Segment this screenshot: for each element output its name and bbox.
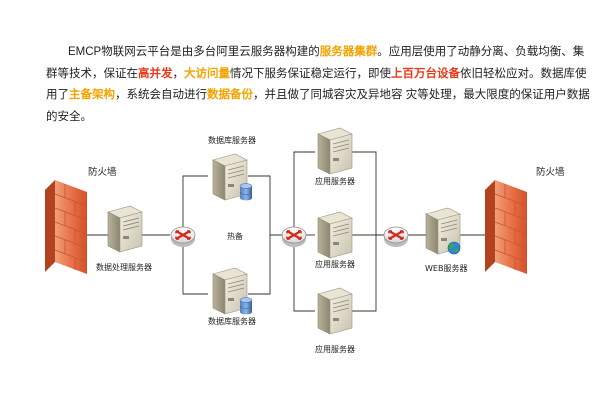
firewall-right-icon	[484, 179, 528, 275]
intro-text: ，并且做了同城容灾及异地容 灾等处理，最大限度的保证用户数据的安全。	[46, 89, 590, 123]
app-server-1-label: 应用服务器	[315, 176, 355, 186]
firewall-left-icon	[44, 179, 88, 275]
firewall-left-label: 防火墙	[88, 166, 117, 178]
hot-standby-label: 热备	[227, 231, 243, 241]
router-center-icon	[280, 225, 308, 249]
router-left-icon	[169, 225, 197, 249]
database-bottom-icon	[239, 297, 253, 315]
firewall-right-label: 防火墙	[536, 166, 565, 178]
highlight-data-backup: 数据备份	[207, 89, 253, 101]
connection-lines	[85, 151, 488, 312]
architecture-diagram: 防火墙 防火墙 数据处理服务器 数据库服务器 数据库服务器 热备 应用服务器 应…	[44, 127, 565, 354]
data-processing-server-icon	[107, 205, 143, 253]
db-server-top-label: 数据库服务器	[208, 135, 256, 145]
web-server-label: WEB服务器	[425, 263, 467, 273]
data-processing-server-label: 数据处理服务器	[96, 262, 152, 272]
intro-text: 情况下服务保证稳定运行，即使	[230, 67, 391, 80]
intro-text: ，	[172, 67, 185, 80]
database-top-icon	[239, 183, 253, 201]
highlight-server-cluster: 服务器集群	[319, 46, 378, 58]
intro-text: 。应用层使用了动静分离、负载均衡、集群等技术，保证在	[46, 46, 585, 80]
intro-text: 依旧轻松应对。数据库使用了	[46, 67, 587, 102]
app-server-1-icon	[317, 127, 353, 175]
app-server-2-icon	[317, 211, 353, 259]
intro-paragraph: EMCP物联网云平台是由多台阿里云服务器构建的服务器集群。应用层使用了动静分离、…	[46, 42, 594, 128]
app-server-3-icon	[317, 287, 353, 335]
app-server-3-label: 应用服务器	[315, 344, 355, 354]
highlight-high-concurrency: 高并发	[138, 67, 173, 80]
router-right-icon	[382, 225, 410, 249]
app-server-2-label: 应用服务器	[315, 259, 355, 269]
intro-text: EMCP物联网云平台是由多台阿里云服务器构建的	[68, 46, 320, 58]
highlight-million-devices: 上百万台设备	[391, 67, 460, 80]
globe-icon	[447, 241, 461, 255]
highlight-master-standby: 主备架构	[69, 89, 115, 101]
highlight-large-traffic: 大访问量	[184, 67, 230, 80]
intro-text: ，系统会自动进行	[115, 89, 207, 101]
db-server-bottom-label: 数据库服务器	[208, 316, 256, 326]
